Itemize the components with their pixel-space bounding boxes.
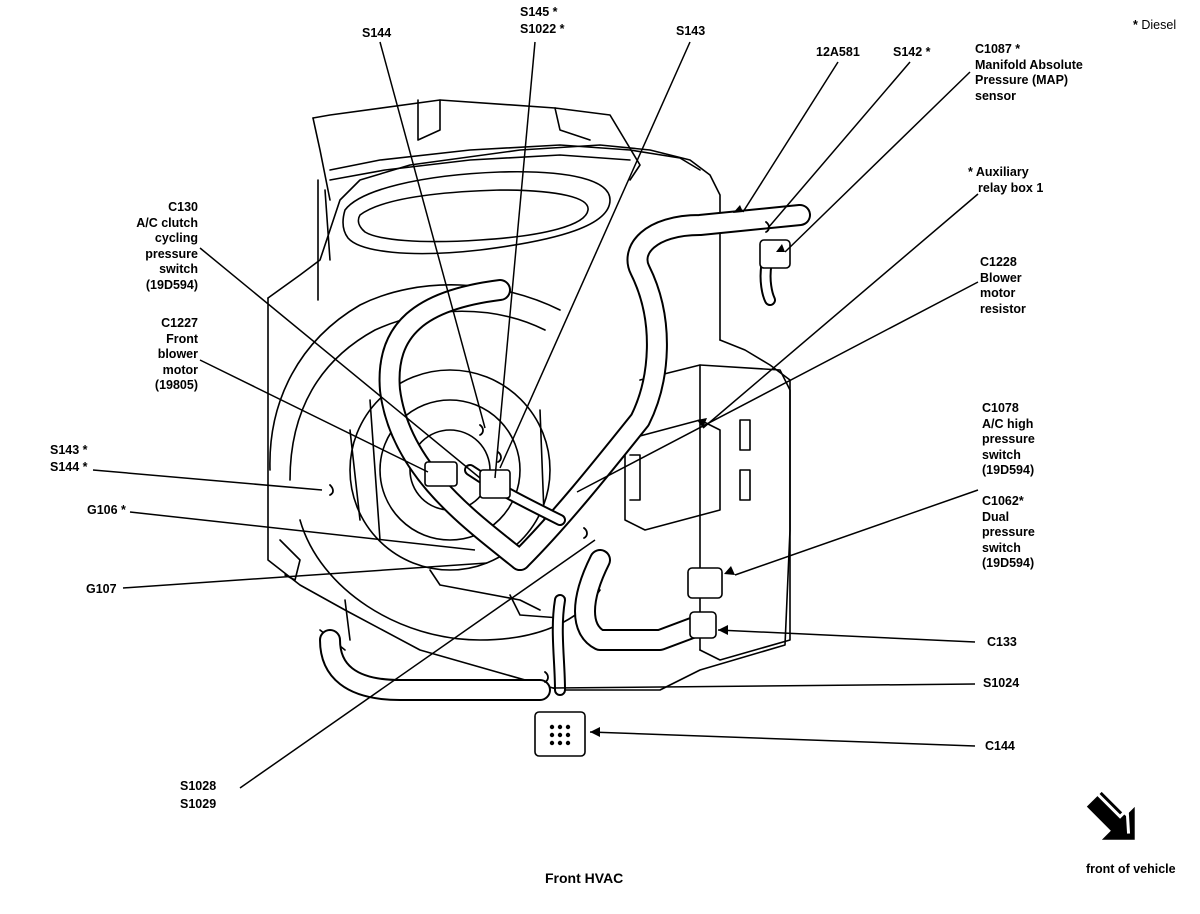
leader-c144 (589, 731, 976, 747)
label-s1024: S1024 (983, 676, 1020, 690)
label-g106: G106 * (87, 503, 126, 517)
connector-c1087 (759, 239, 791, 269)
front-of-vehicle-label: front of vehicle (1086, 862, 1176, 876)
label-c1227: C1227 Front blower motor (19805) (154, 316, 198, 393)
label-12a581: 12A581 (816, 45, 860, 59)
legend-text: Diesel (1141, 18, 1177, 32)
leader-s145-s1022 (494, 41, 536, 479)
connector-c1227 (424, 461, 458, 487)
leader-s144-top (379, 41, 486, 429)
label-s142: S142 * (893, 45, 931, 59)
label-s1029: S1029 (180, 797, 217, 811)
leader-c133 (717, 629, 976, 643)
leader-g106 (129, 511, 476, 551)
leader-s1024 (552, 683, 976, 689)
label-c1087: C1087 * Manifold Absolute Pressure (MAP)… (975, 42, 1083, 103)
label-s144-left: S144 * (50, 460, 88, 474)
label-aux-relay: * Auxiliary relay box 1 (968, 165, 1044, 195)
leader-s1028-s1029 (239, 539, 596, 789)
leader-c130 (199, 247, 481, 479)
front-arrow-icon (1086, 791, 1135, 840)
label-c144: C144 (985, 739, 1015, 753)
leader-c1062 (734, 489, 979, 576)
leader-12a581 (742, 61, 839, 213)
diagram-caption: Front HVAC (545, 870, 624, 886)
leader-s143-top (499, 41, 691, 469)
label-c1078: C1078 A/C high pressure switch (19D594) (982, 401, 1035, 478)
label-c133: C133 (987, 635, 1017, 649)
leader-c1228 (576, 281, 979, 493)
hvac-housing (267, 99, 791, 691)
label-c1062: C1062* Dual pressure switch (19D594) (982, 494, 1035, 571)
label-c130: C130 A/C clutch cycling pressure switch … (136, 200, 198, 292)
wiring-harness (319, 204, 811, 701)
leader-s142 (767, 61, 911, 229)
leader-c1227 (199, 359, 429, 473)
leader-arrowheads (590, 205, 785, 737)
diesel-legend: * Diesel (1133, 18, 1176, 34)
leader-s143-s144 (92, 469, 323, 491)
connector-c1062 (687, 567, 723, 599)
label-s145: S145 * (520, 5, 558, 19)
leader-c1087 (784, 71, 971, 253)
leader-g107 (122, 562, 488, 589)
label-s1028: S1028 (180, 779, 217, 793)
connectors (424, 239, 791, 757)
label-g107: G107 (86, 582, 117, 596)
leader-lines (92, 41, 979, 789)
label-c1228: C1228 Blower motor resistor (980, 255, 1026, 316)
label-s143-left: S143 * (50, 443, 88, 457)
legend-star: * (1133, 18, 1138, 32)
leader-aux-relay (702, 193, 979, 429)
label-s143-top: S143 (676, 24, 706, 38)
connector-c133 (689, 611, 717, 639)
label-s144-top: S144 (362, 26, 392, 40)
label-s1022: S1022 * (520, 22, 565, 36)
